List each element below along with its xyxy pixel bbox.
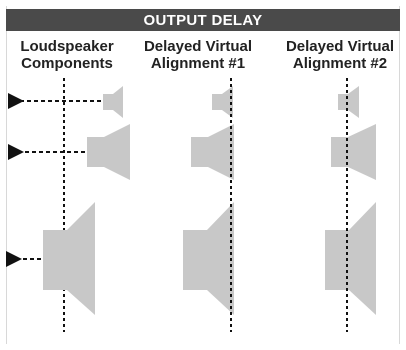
tweeter-speaker-icon [338,86,359,118]
woofer-speaker-icon [325,202,376,315]
column-header-components: Loudspeaker Components [8,38,126,72]
column-header-alignment-2: Delayed Virtual Alignment #2 [276,38,404,72]
column-components [5,78,130,332]
diagram-frame [6,6,400,344]
tweeter-speaker-icon [212,86,233,118]
column-header-line2: Components [21,55,113,72]
column-header-line2: Alignment #2 [292,55,388,72]
column-alignment-1 [183,78,234,332]
column-header-line1: Delayed Virtual [143,38,253,55]
title: OUTPUT DELAY [143,11,263,29]
midrange-speaker-icon [331,124,376,180]
midrange-speaker-icon [87,124,130,180]
midrange-speaker-icon [191,124,234,180]
tweeter-speaker-icon [103,86,123,118]
column-alignment-2 [325,78,376,332]
column-header-line1: Delayed Virtual [285,38,395,55]
title-bar: OUTPUT DELAY [6,9,400,31]
column-header-alignment-1: Delayed Virtual Alignment #1 [134,38,262,72]
woofer-speaker-icon [43,202,95,315]
woofer-speaker-icon [183,202,234,315]
column-header-line1: Loudspeaker [20,38,114,55]
column-header-line2: Alignment #1 [150,55,246,72]
